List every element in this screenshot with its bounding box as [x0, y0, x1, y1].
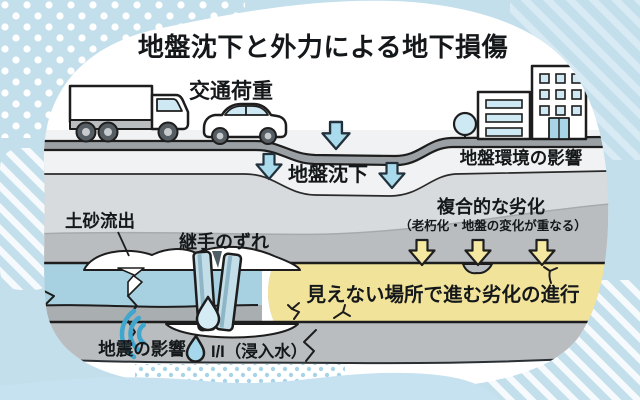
diagram-content: 交通荷重 地盤沈下 地盤環境の影響 土砂流出 継手のずれ 複合的な劣化 （老朽化…	[43, 64, 609, 365]
road-surface	[43, 135, 609, 167]
pipe-top-notch	[462, 263, 493, 275]
crack-ground-below	[303, 329, 317, 362]
pipe-water-line	[43, 304, 259, 308]
cavity-crack-spike	[117, 267, 145, 297]
tree-icon	[452, 111, 478, 139]
stripes-pattern-left	[0, 148, 54, 290]
joint-displacement-label: 継手のずれ	[179, 231, 269, 252]
ground-subsidence-label: 地盤沈下	[288, 162, 368, 186]
seismic-waves-icon	[119, 308, 146, 360]
compound-deterioration-note: （老朽化・地盤の変化が重なる）	[399, 218, 587, 233]
compound-deterioration-label: 複合的な劣化	[436, 196, 545, 217]
buildings-icon	[476, 64, 588, 141]
car-icon	[202, 102, 288, 145]
crack-small-left	[43, 290, 55, 305]
soil-outflow-label: 土砂流出	[65, 211, 135, 231]
pipe-damage-marks	[287, 263, 558, 362]
earthquake-effect-label: 地震の影響	[98, 339, 186, 359]
infiltration-label: I/I（浸入水）	[211, 341, 307, 361]
page-title: 地盤沈下と外力による地下損傷	[138, 32, 508, 62]
bottom-decor	[0, 364, 500, 400]
layer-top-edge	[43, 170, 609, 197]
truck-icon	[68, 84, 190, 143]
crack-yellow-mid	[333, 304, 351, 319]
ground-bottom-edge	[43, 356, 609, 365]
pipe-yellow-highlight-section	[268, 263, 609, 322]
leak-drop-icon	[195, 295, 221, 332]
pipe-joint	[192, 250, 243, 332]
water-drop-icon	[185, 334, 206, 363]
bottom-wave	[0, 372, 500, 400]
hidden-deterioration-label: 見えない場所で進む劣化の進行	[306, 283, 579, 306]
crack-yellow-left	[287, 302, 300, 320]
crack-yellow-right	[543, 266, 558, 284]
ground-environment-label: 地盤環境の影響	[460, 148, 583, 168]
traffic-load-label: 交通荷重	[189, 79, 273, 103]
layer-boundary	[43, 203, 609, 236]
soil-outflow-pointer	[117, 231, 130, 257]
